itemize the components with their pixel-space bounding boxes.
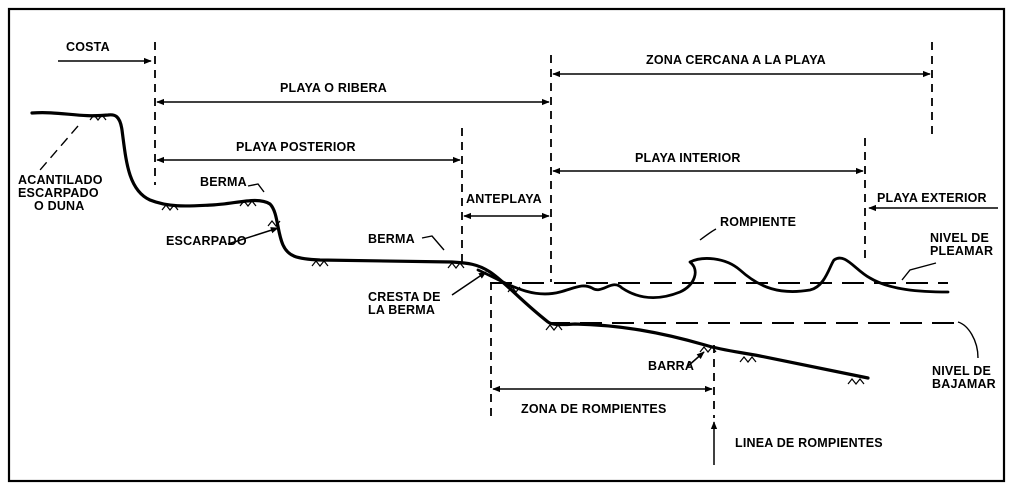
label-acantilado-2: ESCARPADO [18,186,99,200]
label-nivel-bajamar-1: NIVEL DE [932,364,991,378]
label-berma-lower: BERMA [368,232,415,246]
ground-hatches [89,114,865,385]
dimension-arrows [58,57,998,465]
label-playa-posterior: PLAYA POSTERIOR [236,140,356,154]
coastal-profile [30,111,870,380]
boundary-lines [154,42,933,420]
label-nivel-bajamar-2: BAJAMAR [932,377,996,391]
water-surface [476,256,950,299]
label-berma-upper: BERMA [200,175,247,189]
label-costa: COSTA [66,40,110,54]
label-playa-exterior: PLAYA EXTERIOR [877,191,987,205]
label-acantilado-3: O DUNA [34,199,85,213]
label-cresta-1: CRESTA DE [368,290,441,304]
label-linea-rompientes: LINEA DE ROMPIENTES [735,436,883,450]
label-rompiente: ROMPIENTE [720,215,796,229]
label-anteplaya: ANTEPLAYA [466,192,542,206]
label-zona-rompientes: ZONA DE ROMPIENTES [521,402,667,416]
label-cresta-2: LA BERMA [368,303,435,317]
label-leaders [39,125,979,367]
label-playa-interior: PLAYA INTERIOR [635,151,741,165]
label-escarpado: ESCARPADO [166,234,247,248]
label-nivel-pleamar-2: PLEAMAR [930,244,993,258]
label-acantilado-1: ACANTILADO [18,173,103,187]
label-barra: BARRA [648,359,694,373]
label-nivel-pleamar-1: NIVEL DE [930,231,989,245]
label-playa-ribera: PLAYA O RIBERA [280,81,387,95]
diagram-labels: COSTA PLAYA O RIBERA ZONA CERCANA A LA P… [18,40,996,450]
label-zona-cercana: ZONA CERCANA A LA PLAYA [646,53,826,67]
diagram-frame [7,7,1006,483]
